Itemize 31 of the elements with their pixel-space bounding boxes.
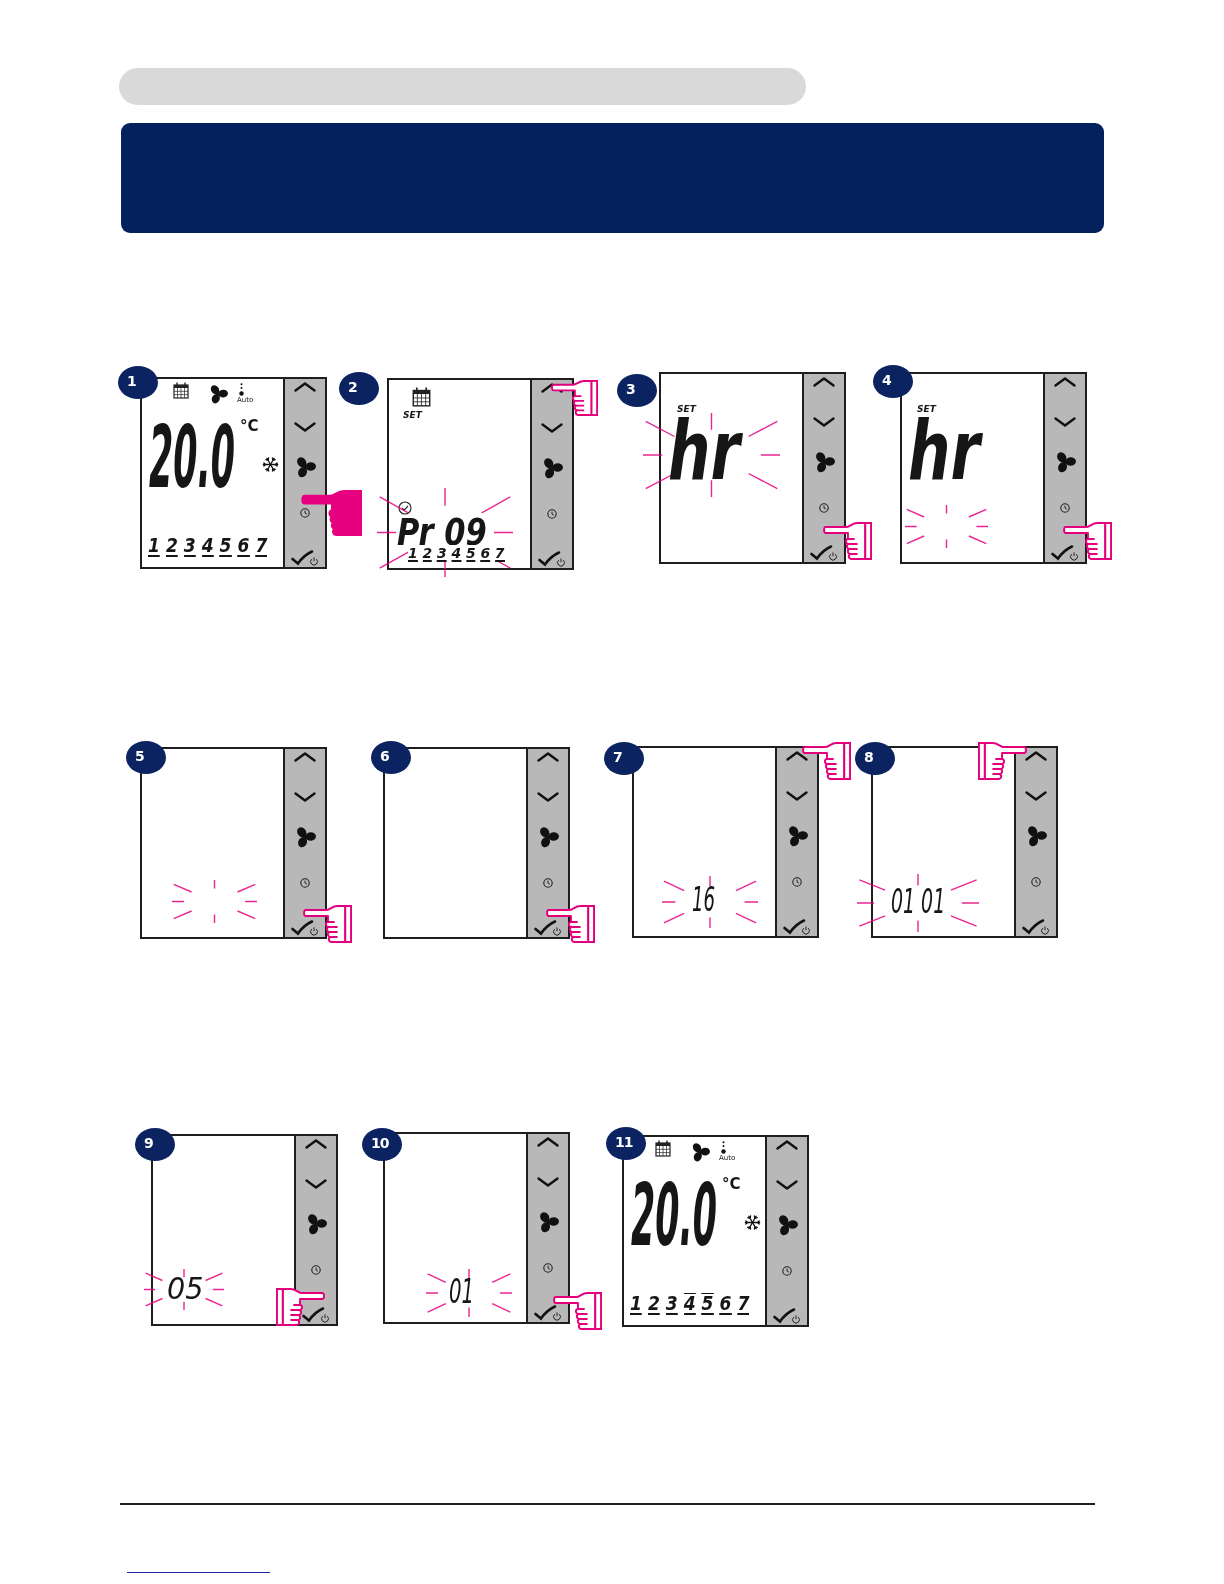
step-badge: 5: [126, 741, 166, 774]
step-badge: 4: [873, 365, 913, 398]
header-bar: [119, 68, 806, 105]
step-badge: 6: [371, 741, 411, 774]
lcd-readout: 01: [449, 1277, 475, 1306]
step-badge: 3: [617, 374, 657, 407]
thermostat-display: [383, 747, 570, 939]
set-label: SET: [917, 406, 936, 414]
lcd-readout: 05: [167, 1275, 204, 1302]
step-badge: 11: [606, 1127, 646, 1160]
set-label: SET: [677, 406, 696, 414]
step-badge: 9: [135, 1128, 175, 1161]
thermostat-display: [632, 746, 819, 938]
unit-label: °C: [240, 420, 259, 433]
step-badge: 7: [604, 742, 644, 775]
day-indicators: 1 2 3 4 5 6 7: [630, 1293, 750, 1315]
step-badge: 2: [339, 372, 379, 405]
day-indicators: 1 2 3 4 5 6 7: [408, 545, 505, 562]
lcd-readout: 01 01: [891, 887, 946, 916]
thermostat-display: [900, 372, 1087, 564]
lcd-readout: 16: [692, 885, 716, 914]
set-label: SET: [403, 412, 422, 420]
unit-label: °C: [722, 1178, 741, 1191]
title-banner: [121, 123, 1104, 233]
temperature-reading: 20.0: [149, 421, 236, 495]
step-badge: 8: [855, 742, 895, 775]
step-badge: 1: [118, 366, 158, 399]
temperature-reading: 20.0: [631, 1179, 718, 1253]
step-badge: 10: [362, 1128, 402, 1161]
day-indicators: 1 2 3 4 5 6 7: [148, 535, 268, 557]
thermostat-display: [140, 377, 327, 569]
